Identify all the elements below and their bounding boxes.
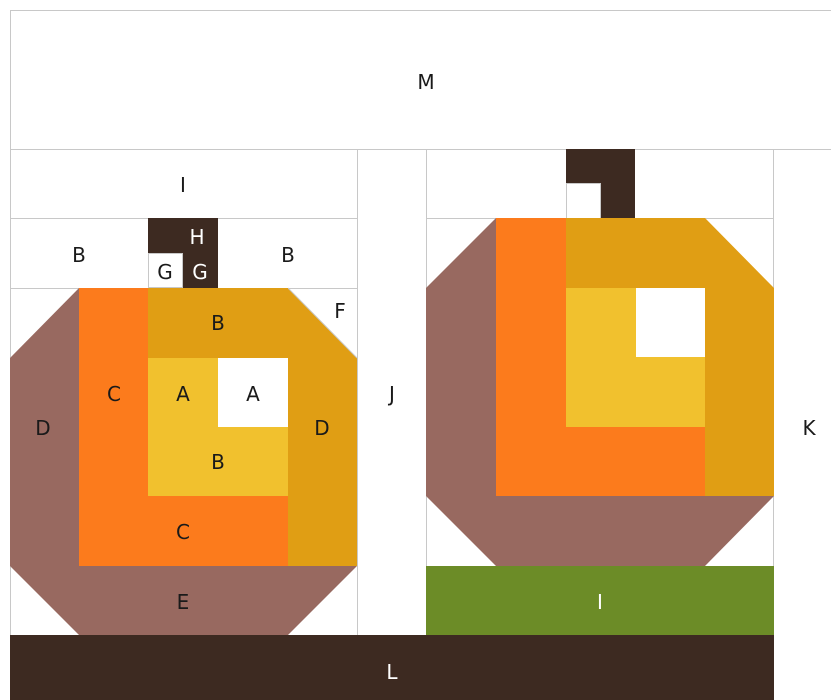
right-orange-vertical xyxy=(496,218,566,427)
label-i-green: I xyxy=(597,590,603,614)
label-e: E xyxy=(177,590,190,614)
right-mustard-top xyxy=(566,218,705,288)
label-l: L xyxy=(386,660,398,684)
label-d-left: D xyxy=(35,416,50,440)
label-b-right: B xyxy=(281,243,295,267)
label-b-left: B xyxy=(72,243,86,267)
label-h: H xyxy=(189,225,204,249)
right-orange-bottom xyxy=(496,427,705,496)
label-b-upper: B xyxy=(211,311,225,335)
label-j: J xyxy=(387,382,395,406)
label-i-top: I xyxy=(180,173,186,197)
right-white-square xyxy=(636,288,705,357)
label-g-right: G xyxy=(192,260,208,284)
label-a-gold: A xyxy=(176,382,190,406)
patch-h xyxy=(148,218,218,253)
label-d-right: D xyxy=(314,416,329,440)
right-stem-top xyxy=(566,149,635,183)
right-gold-square xyxy=(566,288,636,357)
right-stem-lower xyxy=(601,183,635,218)
label-c-bottom: C xyxy=(176,520,190,544)
label-f: F xyxy=(334,299,346,323)
label-k: K xyxy=(802,416,816,440)
right-gold-lower xyxy=(566,357,705,427)
label-a-white: A xyxy=(246,382,260,406)
label-g-left: G xyxy=(157,260,173,284)
label-b-lower: B xyxy=(211,450,225,474)
label-m: M xyxy=(417,70,434,94)
label-c-left: C xyxy=(107,382,121,406)
